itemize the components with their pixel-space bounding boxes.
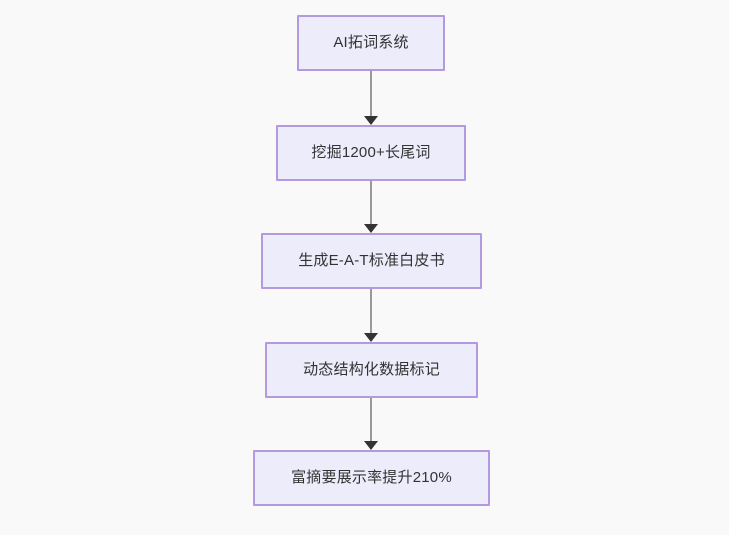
flow-edge-1-to-2 bbox=[364, 71, 378, 125]
flow-node-2-label: 挖掘1200+长尾词 bbox=[311, 144, 431, 161]
flow-node-5[interactable]: 富摘要展示率提升210% bbox=[253, 450, 490, 506]
flow-node-1[interactable]: AI拓词系统 bbox=[297, 15, 445, 71]
flow-edge-line bbox=[370, 398, 372, 441]
flow-node-3[interactable]: 生成E-A-T标准白皮书 bbox=[261, 233, 482, 289]
flow-node-4[interactable]: 动态结构化数据标记 bbox=[265, 342, 478, 398]
flow-edge-line bbox=[370, 289, 372, 333]
flow-edge-arrowhead-icon bbox=[364, 116, 378, 125]
flow-edge-arrowhead-icon bbox=[364, 441, 378, 450]
flow-edge-2-to-3 bbox=[364, 181, 378, 233]
flow-edge-4-to-5 bbox=[364, 398, 378, 450]
flow-edge-line bbox=[370, 71, 372, 116]
flow-edge-arrowhead-icon bbox=[364, 224, 378, 233]
flow-node-4-label: 动态结构化数据标记 bbox=[303, 361, 440, 378]
flow-edge-line bbox=[370, 181, 372, 224]
flow-edge-3-to-4 bbox=[364, 289, 378, 342]
flow-node-2[interactable]: 挖掘1200+长尾词 bbox=[276, 125, 466, 181]
flow-node-5-label: 富摘要展示率提升210% bbox=[291, 469, 452, 486]
flow-edge-arrowhead-icon bbox=[364, 333, 378, 342]
flow-node-1-label: AI拓词系统 bbox=[333, 34, 409, 51]
flow-node-3-label: 生成E-A-T标准白皮书 bbox=[298, 252, 445, 269]
